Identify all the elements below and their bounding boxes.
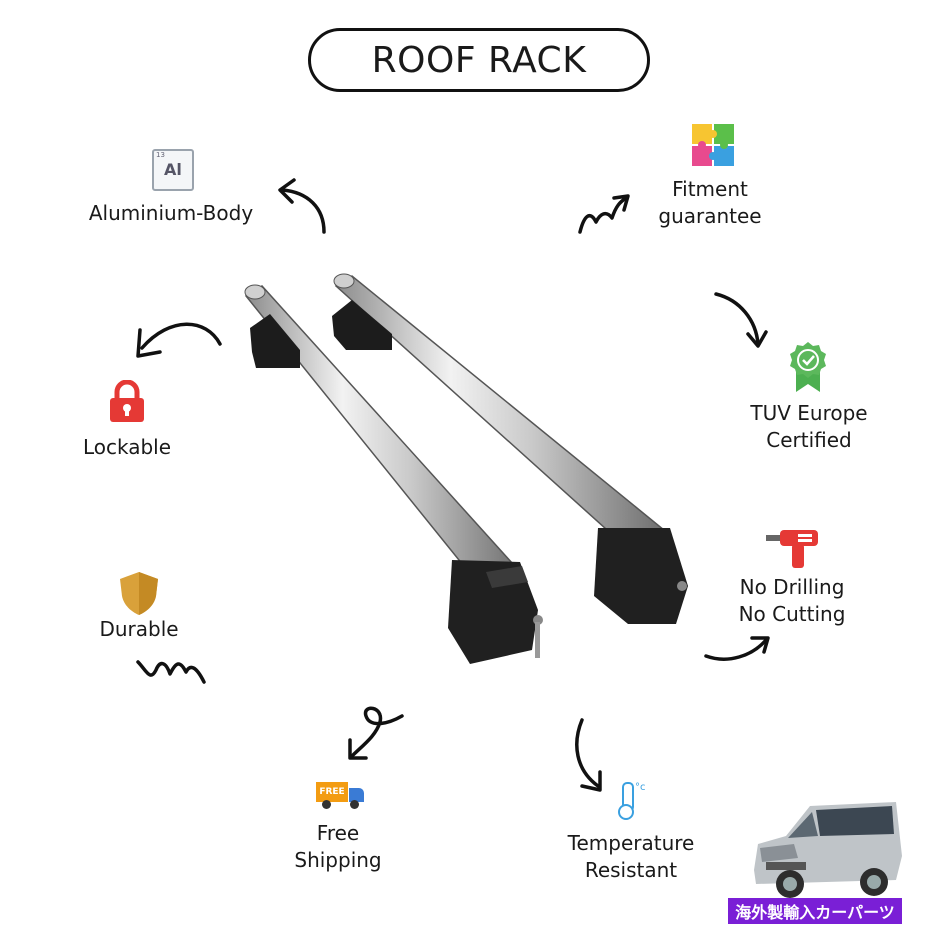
padlock-icon	[110, 380, 144, 422]
roof-bar-left	[244, 284, 543, 664]
page-title: ROOF RACK	[308, 28, 650, 92]
truck-box: FREE	[316, 782, 348, 802]
fitment-label: Fitment guarantee	[640, 176, 780, 230]
roof-bar-right	[332, 273, 688, 624]
truck-wheel-front	[322, 800, 331, 809]
aluminium-label: Aluminium-Body	[88, 201, 254, 225]
truck-cab	[349, 788, 364, 802]
temperature-label: Temperature Resistant	[550, 830, 712, 884]
no-drilling-line2: No Cutting	[738, 602, 846, 626]
certified-badge-icon	[790, 342, 826, 392]
thermometer-bulb	[618, 804, 634, 820]
shipping-line1: Free	[316, 821, 360, 845]
no-drilling-line1: No Drilling	[739, 575, 845, 599]
durable-label: Durable	[99, 617, 179, 641]
shield-icon	[120, 572, 158, 615]
truck-wheel-rear	[350, 800, 359, 809]
shipping-label: Free Shipping	[278, 820, 398, 874]
fitment-line2: guarantee	[658, 204, 762, 228]
lockable-label: Lockable	[82, 435, 172, 459]
puzzle-icon	[692, 124, 734, 166]
fitment-line1: Fitment	[672, 177, 748, 201]
thermometer-icon: °c	[618, 782, 650, 822]
truck-text: FREE	[319, 787, 345, 797]
drill-icon	[766, 530, 818, 568]
temperature-line2: Resistant	[584, 858, 678, 882]
tuv-line1: TUV Europe	[750, 401, 868, 425]
watermark-badge: 海外製輸入カーパーツ	[728, 898, 902, 924]
tuv-line2: Certified	[766, 428, 852, 452]
element-number: 13	[156, 151, 165, 159]
car-thumbnail	[754, 802, 902, 898]
element-symbol: Al	[164, 160, 182, 179]
no-drilling-label: No Drilling No Cutting	[716, 574, 868, 628]
shipping-line2: Shipping	[294, 848, 382, 872]
temperature-unit: °c	[635, 782, 646, 793]
tuv-label: TUV Europe Certified	[724, 400, 894, 454]
delivery-truck-icon: FREE	[316, 780, 366, 810]
temperature-line1: Temperature	[567, 831, 695, 855]
aluminium-element-icon: 13 Al	[152, 149, 194, 191]
